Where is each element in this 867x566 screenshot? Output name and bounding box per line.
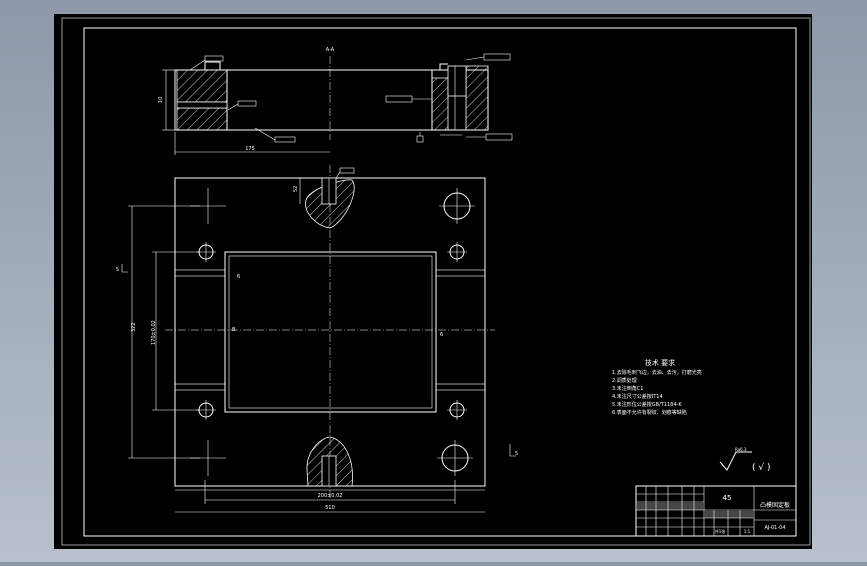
section-label: B xyxy=(232,327,236,333)
hole-label-1: 6 xyxy=(237,274,240,280)
dim-top-height: 10 xyxy=(158,97,164,103)
title-sheet: 共1张 xyxy=(715,528,726,534)
tech-line-1: 1.去除毛刺飞边，去油、去污，打磨光亮 xyxy=(612,369,702,376)
dim-plan-inner: 170±0.02 xyxy=(151,320,157,345)
title-drawing-no: AJ-01-04 xyxy=(764,525,785,531)
section-mark-left: 5 xyxy=(116,267,119,273)
section-view: A-A 10 175 xyxy=(158,47,513,155)
surface-finish-symbol: Ra6.3 ( √ ) xyxy=(719,447,770,473)
title-part-name: 凸模固定板 xyxy=(760,501,790,509)
plan-view: 322 170±0.02 200±0.02 510 52 5 5 B 6 6 xyxy=(116,165,518,513)
title-scale: 1:1 xyxy=(744,529,751,534)
dim-plan-width: 510 xyxy=(325,505,335,511)
tech-line-5: 5.未注形位公差按GB/T1184-K xyxy=(612,401,682,408)
dim-center-hole: 52 xyxy=(293,186,299,192)
tech-requirements: 技术 要求 1.去除毛刺飞边，去油、去污，打磨光亮 2.调质处理 3.未注倒角C… xyxy=(612,358,702,416)
outer-border xyxy=(61,17,811,546)
title-block: 45 凸模固定板 AJ-01-04 1:1 共1张 xyxy=(635,485,797,537)
dim-top-length: 175 xyxy=(245,146,255,152)
tech-line-2: 2.调质处理 xyxy=(612,377,637,384)
tech-line-3: 3.未注倒角C1 xyxy=(612,385,643,392)
surface-finish-note: ( √ ) xyxy=(752,462,770,473)
section-view-label: A-A xyxy=(326,47,335,53)
inner-frame xyxy=(83,27,797,537)
hole-label-2: 6 xyxy=(440,332,443,338)
tech-requirements-title: 技术 要求 xyxy=(645,358,675,367)
dim-bottom: 200±0.02 xyxy=(318,493,343,499)
title-material: 45 xyxy=(723,494,732,502)
tech-line-6: 6.表面不允许有裂纹、划痕等缺陷 xyxy=(612,409,687,416)
dim-plan-height: 322 xyxy=(131,322,137,332)
tech-line-4: 4.未注尺寸公差按IT14 xyxy=(612,393,663,400)
surface-finish-value: Ra6.3 xyxy=(735,447,747,452)
section-mark-right: 5 xyxy=(515,451,518,457)
